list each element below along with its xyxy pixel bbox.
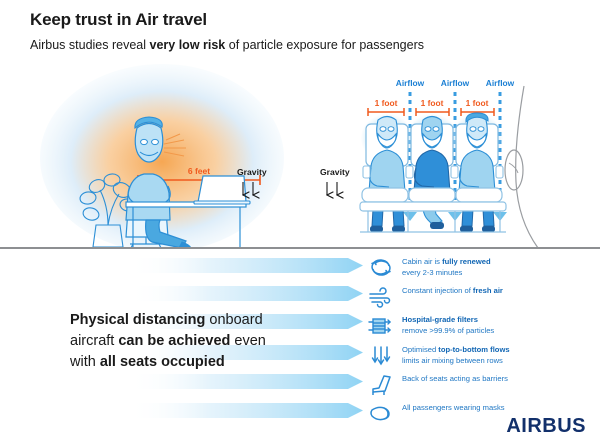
top-to-bottom-airflow-icon: [366, 344, 396, 368]
face-mask-icon: [366, 402, 396, 426]
armrests: [362, 165, 504, 179]
gravity-label-cabin: Gravity: [320, 167, 350, 177]
gravity-arrows-left: [243, 182, 253, 195]
statement-line1-bold: Physical distancing: [70, 312, 206, 328]
benefit-text-filters: Hospital-grade filters remove >99.9% of …: [402, 314, 494, 337]
benefit-1-pre: Constant injection of: [402, 286, 473, 295]
subtitle-emphasis: very low risk: [149, 38, 226, 52]
benefit-3-line2: limits air mixing between rows: [402, 355, 503, 365]
seated-person-desk: [125, 116, 192, 255]
seat-legs: [360, 211, 506, 233]
statement-line2-post: even: [230, 333, 266, 350]
benefit-2-line2: remove >99.9% of particles: [402, 325, 495, 335]
benefit-text-masks: All passengers wearing masks: [402, 402, 505, 414]
airflow-label-2: Airflow: [441, 78, 470, 88]
benefit-2-bold: Hospital-grade filters: [402, 315, 478, 324]
seat-gap-measures: [367, 108, 495, 116]
gravity-label-left: Gravity: [237, 167, 267, 177]
benefits-list: Cabin air is fully renewed every 2-3 min…: [366, 256, 600, 426]
air-renewal-circular-arrows-icon: [366, 256, 396, 280]
benefit-4-pre: Back of seats acting as barriers: [402, 374, 508, 383]
benefit-row-filters: Hospital-grade filters remove >99.9% of …: [366, 314, 494, 338]
statement-line2-bold: can be achieved: [118, 333, 231, 350]
fuselage-wall: [504, 85, 539, 249]
benefit-row-air-renewal: Cabin air is fully renewed every 2-3 min…: [366, 256, 491, 280]
arrow-bar-1: [128, 258, 363, 273]
seat-bases: [359, 187, 507, 212]
illustration-svg: 6 feet: [40, 64, 539, 255]
gravity-arrows-cabin: [327, 182, 337, 195]
face-mask-pax-3: [467, 132, 487, 148]
arrow-bars: [0, 255, 600, 430]
benefit-5-pre: All passengers wearing masks: [402, 403, 505, 412]
subtitle-pre: Airbus studies reveal: [30, 38, 150, 52]
arrow-bar-2: [128, 286, 363, 301]
desk-scene: 6 feet: [40, 64, 284, 255]
statement-text: Physical distancing onboard aircraft can…: [70, 310, 370, 373]
statement-line3-bold: all seats occupied: [99, 354, 225, 371]
statement-line1-rest: onboard: [205, 312, 263, 328]
exhaled-particle-stream: [163, 133, 186, 157]
seat-gap-label-1: 1 foot: [375, 98, 398, 108]
face-mask-pax-2: [422, 132, 442, 148]
seat-gap-label-2: 1 foot: [421, 98, 444, 108]
benefit-text-seat-barrier: Back of seats acting as barriers: [402, 373, 508, 385]
benefit-row-masks: All passengers wearing masks: [366, 402, 505, 426]
seat-gap-label-3: 1 foot: [466, 98, 489, 108]
airflow-label-1: Airflow: [396, 78, 425, 88]
benefit-3-pre: Optimised: [402, 345, 439, 354]
face-mask-pax-1: [377, 132, 397, 148]
arrow-bar-3: [128, 314, 363, 329]
arrow-bar-set: [128, 258, 363, 418]
hepa-filter-icon: [366, 314, 396, 338]
page-title: Keep trust in Air travel: [30, 10, 207, 29]
benefit-1-bold: fresh air: [472, 286, 503, 295]
arrow-bars-svg: [128, 258, 363, 418]
section-divider: [0, 247, 600, 249]
arrow-bar-4: [128, 345, 363, 360]
airflow-label-3: Airflow: [486, 78, 515, 88]
laptop: [193, 175, 251, 205]
page-subtitle: Airbus studies reveal very low risk of p…: [30, 38, 424, 52]
arrow-bar-5: [128, 374, 363, 389]
statement-line2-pre: aircraft: [70, 333, 119, 350]
seat-back-barrier-icon: [366, 373, 396, 397]
benefit-0-pre: Cabin air is: [402, 257, 443, 266]
arrow-bar-6: [128, 403, 363, 418]
benefit-text-air-renewal: Cabin air is fully renewed every 2-3 min…: [402, 256, 491, 279]
benefit-row-seat-barrier: Back of seats acting as barriers: [366, 373, 508, 397]
airbus-logo: AIRBUS: [506, 415, 586, 437]
benefit-text-top-to-bottom: Optimised top-to-bottom flows limits air…: [402, 344, 510, 367]
benefit-text-fresh-air: Constant injection of fresh air: [402, 285, 503, 297]
benefit-0-bold: fully renewed: [442, 257, 491, 266]
passenger-1: [368, 115, 406, 232]
statement-line3-pre: with: [70, 354, 100, 371]
benefit-0-line2: every 2-3 minutes: [402, 267, 463, 277]
subtitle-post: of particle exposure for passengers: [225, 38, 424, 52]
benefit-row-fresh-air: Constant injection of fresh air: [366, 285, 503, 309]
distance-label-6ft: 6 feet: [188, 166, 210, 176]
fresh-air-wind-icon: [366, 285, 396, 309]
benefit-row-top-to-bottom: Optimised top-to-bottom flows limits air…: [366, 344, 510, 368]
benefit-3-bold: top-to-bottom flows: [438, 345, 510, 354]
cabin-scene: Gravity Airflow Airflow Airflow: [320, 78, 539, 249]
illustration-band: 6 feet: [0, 62, 600, 255]
